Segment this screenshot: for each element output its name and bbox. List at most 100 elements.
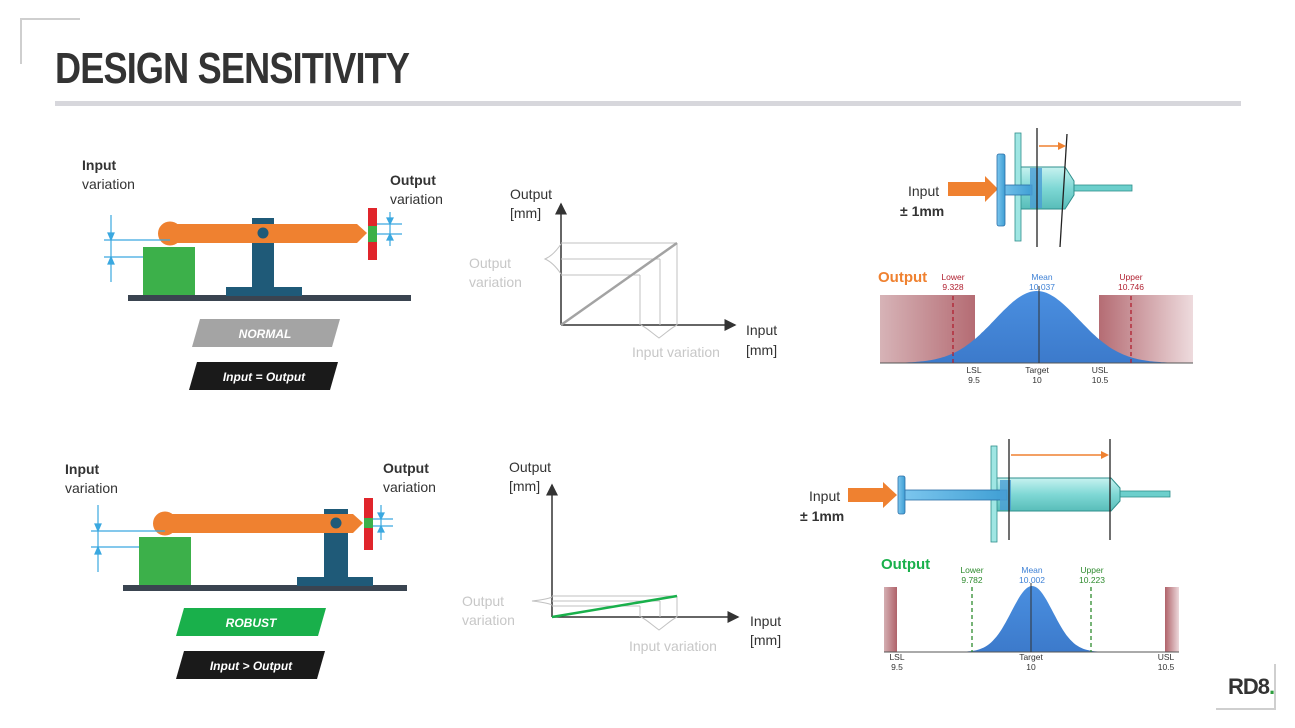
y-axis-unit: [mm] [510,205,541,221]
travel-arrowhead-icon [1058,142,1066,150]
relation-tag [189,362,338,390]
plunger-stopper-icon [1000,480,1011,510]
position-line-max [1059,133,1068,248]
input-dimension-icon [91,505,165,572]
usl-value: 10.5 [1092,375,1109,385]
x-axis-unit: [mm] [750,632,781,648]
base-plate [123,585,407,591]
corner-frame-top-left [20,18,80,64]
input-label: Input [82,157,117,173]
x-axis-unit: [mm] [746,342,777,358]
lower-label: Lower [960,565,983,575]
output-title: Output [878,269,927,286]
pivot-icon [330,517,342,529]
upper-reject-zone [1165,587,1179,652]
plunger-head-icon [897,475,906,515]
input-label: Input [908,183,939,199]
distribution-curve [880,291,1193,363]
usl-value: 10.5 [1158,662,1175,672]
robust-tag-label: ROBUST [226,616,278,630]
input-label: Input [809,488,840,504]
lower-reject-zone [884,587,897,652]
lsl-label: LSL [966,365,981,375]
mean-label: Mean [1021,565,1043,575]
plunger-rod-icon [902,489,1008,501]
input-label: Input [65,461,100,477]
projection-lines [543,242,678,339]
input-dimension-icon [104,215,170,282]
robust-tag [176,608,326,636]
input-sub-label: variation [82,176,135,192]
input-variation-label: Input variation [632,344,720,360]
output-title: Output [881,556,930,573]
mean-label: Mean [1031,272,1053,282]
logo-dot: . [1269,674,1275,699]
normal-tag-label: NORMAL [239,327,292,341]
lower-value: 9.328 [942,282,964,292]
target-value: 10 [1032,375,1042,385]
output-sub-label: variation [390,191,443,207]
lsl-value: 9.5 [891,662,903,672]
target-value: 10 [1026,662,1036,672]
lever-diagram-normal: Input variation Output variation NORMAL [82,157,443,390]
travel-arrowhead-icon [1101,451,1109,459]
transfer-graph-robust: Output [mm] Input [mm] Output variation … [462,459,781,654]
syringe-robust: Input ± 1mm [800,439,1171,543]
upper-value: 10.223 [1079,575,1105,585]
upper-label: Upper [1080,565,1103,575]
relation-tag-label: Input > Output [210,659,293,673]
syringe-normal: Input ± 1mm [900,128,1133,248]
output-variation-sub: variation [469,274,522,290]
upper-value: 10.746 [1118,282,1144,292]
output-variation-label: Output [462,593,504,609]
transfer-graph-normal: Output [mm] Input [mm] Output variation … [469,186,777,360]
output-label: Output [383,460,429,476]
transfer-line [551,594,678,619]
lsl-label: LSL [889,652,904,662]
input-arrow-icon [848,482,897,508]
pivot-icon [257,227,269,239]
output-band-marker [364,518,373,528]
output-sub-label: variation [383,479,436,495]
mean-value: 10.002 [1019,575,1045,585]
output-distribution-robust: Output Lower 9.782 Mean 10.002 Upper 10.… [881,556,1179,672]
barrel-icon [992,477,1121,512]
lower-label: Lower [941,272,964,282]
plunger-head-icon [996,153,1006,227]
title-underline [55,101,1241,106]
mean-value: 10.037 [1029,282,1055,292]
lever-end [153,511,177,536]
lower-value: 9.782 [961,575,983,585]
transfer-line [560,241,678,327]
logo-text: RD8 [1228,674,1270,699]
y-axis-label: Output [509,459,551,475]
slide-title: DESIGN SENSITIVITY [55,44,410,93]
usl-label: USL [1158,652,1175,662]
plunger-stopper-icon [1030,168,1042,208]
target-label: Target [1019,652,1043,662]
input-variation-label: Input variation [629,638,717,654]
corner-frame-bottom-right [1216,664,1276,710]
lever-end [158,221,182,246]
output-label: Output [390,172,436,188]
relation-tag [176,651,325,679]
x-axis-label: Input [746,322,777,338]
lsl-value: 9.5 [968,375,980,385]
needle-icon [1117,490,1171,498]
input-arrow-icon [948,176,998,202]
fulcrum-base [297,577,373,586]
output-variation-sub: variation [462,612,515,628]
output-band-marker [368,226,377,242]
output-dimension-icon [373,505,393,540]
input-block [139,537,191,585]
relation-tag-label: Input = Output [223,370,306,384]
y-axis-label: Output [510,186,552,202]
x-axis-label: Input [750,613,781,629]
y-axis-unit: [mm] [509,478,540,494]
base-plate [128,295,411,301]
normal-tag [192,319,340,347]
fulcrum-base [226,287,302,296]
projection-lines [531,595,678,631]
output-variation-label: Output [469,255,511,271]
